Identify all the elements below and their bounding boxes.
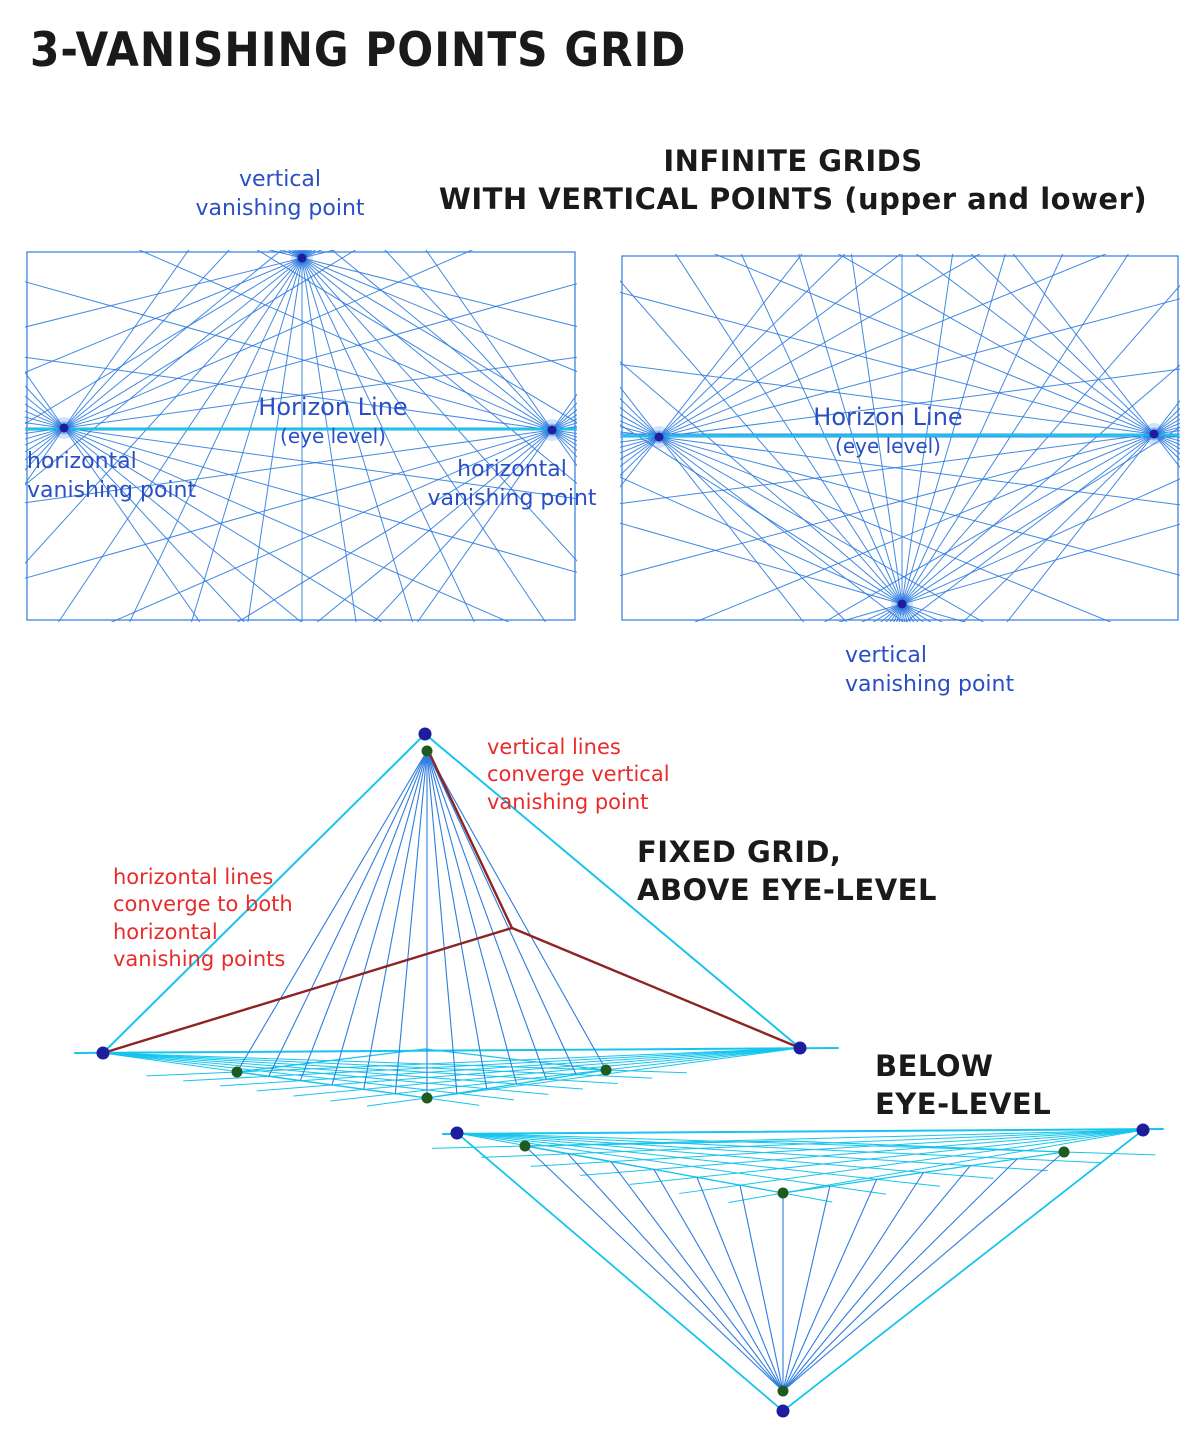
vertical-vp-label-left-panel: vertical vanishing point [195, 166, 364, 223]
right-horizontal-vp-dot [1136, 1123, 1150, 1137]
label-line: Horizon Line [813, 403, 963, 431]
heading-line: INFINITE GRIDS [663, 144, 923, 178]
label-line: converge to both [113, 892, 293, 917]
label-line: vanishing point [487, 789, 649, 814]
red-note-vertical-convergence: vertical lines converge vertical vanishi… [487, 734, 670, 816]
label-line: vanishing point [845, 671, 1015, 697]
vanishing-point-dot [59, 423, 69, 433]
vanishing-point-dot [897, 599, 907, 609]
label-line: vertical [238, 167, 322, 192]
fixed-grid-heading: FIXED GRID, ABOVE EYE-LEVEL [637, 834, 937, 909]
heading-line: FIXED GRID, [637, 835, 842, 869]
horizontal-vp-label-left: horizontal vanishing point [27, 448, 196, 505]
label-line: vertical [845, 643, 928, 668]
label-line: Horizon Line [258, 393, 408, 421]
grid-corner-dot [421, 1092, 433, 1104]
vanishing-point-dot [654, 432, 664, 442]
vertical-vp-dot [418, 727, 432, 741]
grid-corner-dot [231, 1066, 243, 1078]
left-infinite-grid-panel [25, 250, 577, 622]
label-line: vanishing point [27, 477, 197, 503]
label-line: vanishing point [427, 485, 597, 511]
label-line: vertical lines [487, 735, 621, 759]
vanishing-point-dot [547, 425, 557, 435]
vanishing-point-dot [297, 253, 307, 263]
left-horizontal-vp-dot [450, 1126, 464, 1140]
grid-corner-dot [1058, 1146, 1070, 1158]
page-title: 3-VANISHING POINTS GRID [30, 23, 687, 78]
grid-apex-dot [421, 745, 433, 757]
label-line: horizontal lines [113, 865, 274, 889]
label-line: vanishing point [195, 195, 365, 221]
right-horizontal-vp-dot [793, 1041, 807, 1055]
label-line: converge vertical [487, 762, 670, 787]
vertical-vp-dot [776, 1404, 790, 1418]
label-line: horizontal [457, 457, 567, 482]
left-horizontal-vp-dot [96, 1046, 110, 1060]
heading-line: EYE-LEVEL [875, 1086, 1052, 1121]
heading-line: BELOW [875, 1049, 994, 1083]
label-line: (eye level) [835, 434, 941, 459]
grid-corner-dot [600, 1064, 612, 1076]
below-eye-level-grid [431, 1123, 1164, 1418]
grid-corner-dot [519, 1140, 531, 1152]
label-line: horizontal [27, 449, 137, 474]
grid-corner-dot [777, 1187, 789, 1199]
vanishing-point-dot [1149, 429, 1159, 439]
label-line: (eye level) [280, 424, 386, 449]
heading-line: WITH VERTICAL POINTS (upper and lower) [438, 181, 1148, 216]
heading-line: ABOVE EYE-LEVEL [637, 872, 937, 907]
red-note-horizontal-convergence: horizontal lines converge to both horizo… [113, 864, 293, 973]
horizontal-vp-label-right: horizontal vanishing point [427, 456, 596, 513]
label-line: horizontal [113, 919, 218, 944]
below-eye-level-heading: BELOW EYE-LEVEL [875, 1048, 1051, 1123]
label-line: vanishing points [113, 946, 286, 971]
vertical-vp-label-right-panel: vertical vanishing point [845, 642, 1014, 699]
infinite-grids-heading: INFINITE GRIDS WITH VERTICAL POINTS (upp… [439, 143, 1147, 218]
fixed-grid-above-eye-level [74, 727, 839, 1107]
horizon-label-left-panel: Horizon Line (eye level) [258, 392, 407, 449]
horizon-label-right-panel: Horizon Line (eye level) [813, 402, 962, 459]
grid-apex-dot [777, 1385, 789, 1397]
